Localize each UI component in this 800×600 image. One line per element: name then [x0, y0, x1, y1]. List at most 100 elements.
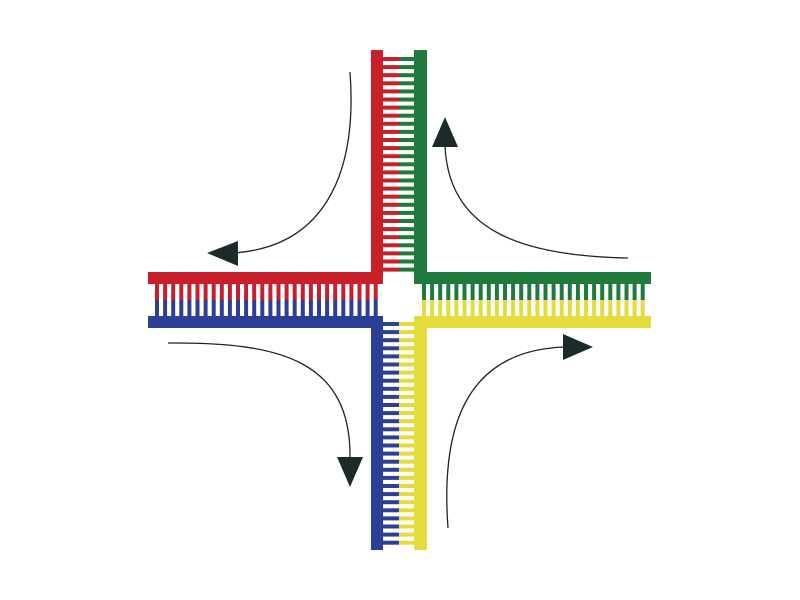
rung-left-red [227, 284, 232, 300]
rung-bottom-yellow [399, 403, 414, 407]
rung-bottom-yellow [399, 370, 414, 375]
rung-left-blue [357, 300, 362, 316]
rung-bottom-yellow [399, 524, 414, 529]
rung-bottom-blue [383, 451, 399, 456]
rung-bottom-blue [383, 330, 399, 335]
rung-right-green [430, 284, 435, 300]
rung-left-red [325, 284, 330, 300]
rung-top-red [383, 138, 399, 142]
rung-right-green [494, 284, 499, 300]
rung-top-green [399, 267, 414, 272]
rung-left-red [252, 284, 257, 300]
rung-top-red [383, 219, 399, 223]
rung-left-blue [171, 300, 176, 316]
rung-right-green [551, 284, 556, 300]
rung-right-yellow [446, 300, 451, 316]
rung-right-yellow [559, 300, 564, 316]
rung-left-red [333, 284, 338, 300]
rung-right-green [446, 284, 451, 300]
blue-strand-vertical [371, 316, 383, 550]
rung-left-blue [268, 300, 273, 316]
rung-bottom-blue [383, 459, 399, 464]
rung-top-green [399, 105, 414, 110]
rung-bottom-yellow [399, 443, 414, 448]
rung-bottom-blue [383, 386, 399, 391]
rung-bottom-blue [383, 378, 399, 383]
rung-top-red [383, 113, 399, 118]
rung-bottom-blue [383, 516, 399, 521]
rung-right-yellow [462, 300, 467, 316]
rung-left-red [187, 284, 192, 300]
red-strand-vertical [371, 50, 383, 284]
rung-left-red [365, 284, 370, 300]
rung-right-green [600, 284, 605, 300]
rung-top-green [399, 162, 414, 167]
rung-bottom-blue [383, 540, 399, 545]
rung-left-red [268, 284, 273, 300]
rung-bottom-yellow [399, 330, 414, 335]
rung-right-yellow [616, 300, 621, 316]
rung-right-yellow [600, 300, 605, 316]
rung-right-yellow [584, 300, 588, 316]
rung-left-blue [260, 300, 265, 316]
rung-bottom-yellow [399, 484, 414, 488]
rung-top-red [383, 210, 399, 215]
rung-left-red [155, 284, 159, 300]
rung-right-green [567, 284, 572, 300]
rung-bottom-yellow [399, 378, 414, 383]
rung-right-green [422, 284, 426, 300]
rung-left-red [219, 284, 224, 300]
rung-top-red [383, 105, 399, 110]
rung-bottom-blue [383, 338, 399, 343]
rung-bottom-blue [383, 435, 399, 440]
rung-right-yellow [438, 300, 443, 316]
rung-top-green [399, 138, 414, 142]
rung-bottom-yellow [399, 394, 414, 399]
rung-left-red [244, 284, 249, 300]
rung-top-green [399, 170, 414, 175]
rung-top-green [399, 65, 414, 70]
rung-bottom-yellow [399, 338, 414, 343]
rung-left-blue [300, 300, 305, 316]
rung-right-green [640, 284, 645, 300]
rung-top-green [399, 178, 414, 183]
rung-top-green [399, 251, 414, 256]
rung-top-red [383, 202, 399, 207]
rung-right-yellow [519, 300, 524, 316]
rung-left-blue [244, 300, 249, 316]
rung-top-red [383, 259, 399, 264]
rung-bottom-yellow [399, 475, 414, 480]
rung-left-blue [308, 300, 313, 316]
rung-top-red [383, 170, 399, 175]
blue-strand-horizontal [148, 316, 383, 328]
rung-top-red [383, 121, 399, 126]
rung-left-blue [349, 300, 354, 316]
rung-right-green [462, 284, 467, 300]
rung-bottom-yellow [399, 516, 414, 521]
rung-top-green [399, 186, 414, 191]
rung-top-red [383, 227, 399, 232]
rung-bottom-blue [383, 492, 399, 497]
rung-right-green [575, 284, 580, 300]
rung-bottom-yellow [399, 532, 414, 537]
rung-bottom-blue [383, 524, 399, 529]
arrow-top-left [207, 71, 352, 266]
rung-bottom-yellow [399, 362, 414, 367]
rung-left-blue [284, 300, 289, 316]
rung-left-red [236, 284, 240, 300]
rung-left-blue [373, 300, 378, 316]
rung-top-red [383, 81, 399, 86]
rung-bottom-blue [383, 467, 399, 472]
rung-top-red [383, 235, 399, 240]
rung-right-yellow [543, 300, 548, 316]
rung-bottom-blue [383, 532, 399, 537]
rung-top-green [399, 81, 414, 86]
rung-right-green [624, 284, 629, 300]
rung-right-yellow [454, 300, 459, 316]
rung-left-red [179, 284, 184, 300]
rung-bottom-yellow [399, 427, 414, 432]
rung-top-green [399, 97, 414, 102]
rung-top-green [399, 219, 414, 223]
rung-bottom-blue [383, 346, 399, 351]
rung-right-green [519, 284, 524, 300]
